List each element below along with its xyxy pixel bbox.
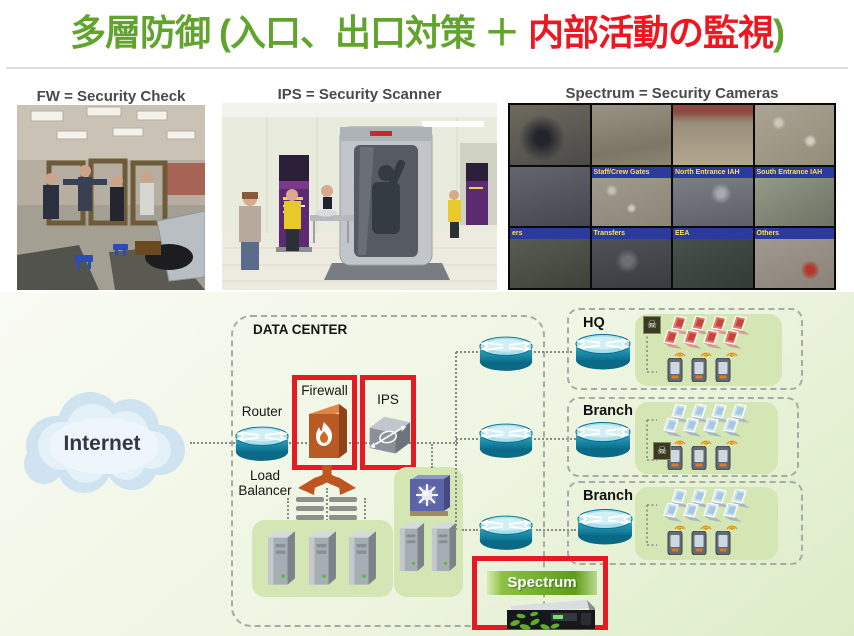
site-router-icon bbox=[573, 418, 633, 460]
link-bus-router-bottom bbox=[462, 529, 478, 531]
ips-icon bbox=[369, 416, 411, 454]
site-box-branch1: Branch ☠ bbox=[567, 397, 799, 477]
site-devices-box: ☠ bbox=[635, 314, 782, 386]
caption-fw: FW = Security Check bbox=[36, 88, 186, 105]
load-balancer-bars bbox=[296, 497, 358, 520]
site-devices-box: ☠ bbox=[635, 402, 778, 474]
cctv-cell: Staff/Crew Gates bbox=[591, 166, 671, 227]
caption-spectrum: Spectrum = Security Cameras bbox=[565, 85, 779, 102]
cctv-grid: Staff/Crew Gates North Entrance IAH Sout… bbox=[508, 103, 836, 290]
load-balancer-label: Load Balancer bbox=[232, 468, 298, 498]
server-icon bbox=[266, 531, 296, 585]
page-title: 多層防御 (入口、出口対策 ＋ 内部活動の監視) bbox=[0, 4, 854, 56]
link-lb-servers-right bbox=[364, 498, 366, 527]
switch-group-box bbox=[394, 467, 463, 597]
core-router-icon-mid bbox=[477, 419, 535, 461]
internet-cloud bbox=[24, 392, 185, 493]
cctv-cell: North Entrance IAH bbox=[673, 166, 753, 227]
site-label-branch1: Branch bbox=[583, 403, 633, 419]
site-box-branch2: Branch bbox=[567, 481, 803, 565]
cctv-cell-label: Others bbox=[754, 228, 834, 240]
cctv-cell-label: Staff/Crew Gates bbox=[591, 166, 671, 178]
switch-icon bbox=[410, 475, 450, 516]
cctv-cell-label: North Entrance IAH bbox=[673, 166, 753, 178]
router-icon bbox=[233, 422, 291, 464]
device-cluster bbox=[646, 489, 751, 555]
cctv-cell: ers bbox=[510, 228, 590, 288]
title-close-paren: ) bbox=[773, 12, 785, 53]
site-label-branch2: Branch bbox=[583, 488, 633, 504]
cctv-cell: South Entrance IAH bbox=[754, 166, 834, 227]
load-balancer-label-line1: Load bbox=[249, 468, 281, 483]
network-diagram: Internet DATA CENTER Router Firewall IPS bbox=[0, 292, 854, 636]
link-wan-hq bbox=[534, 351, 572, 353]
link-bus-router-top bbox=[456, 351, 478, 353]
photo-security-cameras: Staff/Crew Gates North Entrance IAH Sout… bbox=[508, 103, 836, 290]
device-cluster bbox=[646, 404, 751, 470]
site-box-hq: HQ ☠ bbox=[567, 308, 803, 390]
cctv-cell bbox=[510, 105, 590, 165]
core-router-icon-top bbox=[477, 332, 535, 374]
server-icon bbox=[430, 522, 457, 572]
link-wan-branch2 bbox=[536, 529, 576, 531]
cctv-cell-label: ers bbox=[510, 228, 590, 240]
internet-label: Internet bbox=[63, 432, 141, 455]
cctv-cell-label: Transfers bbox=[591, 228, 671, 240]
security-scanner-scene bbox=[222, 103, 497, 290]
cctv-cell-label: South Entrance IAH bbox=[754, 166, 834, 178]
photo-security-scanner bbox=[222, 103, 497, 290]
security-check-scene bbox=[17, 105, 205, 290]
router-label: Router bbox=[241, 404, 283, 419]
datacenter-box bbox=[231, 315, 545, 627]
firewall-label: Firewall bbox=[301, 383, 348, 398]
title-divider bbox=[6, 67, 848, 69]
cctv-cell: Transfers bbox=[591, 228, 671, 288]
link-lb-servers-mid bbox=[326, 488, 328, 528]
skull-icon: ☠ bbox=[643, 316, 661, 334]
cctv-cell bbox=[754, 105, 834, 165]
link-wan-branch1 bbox=[534, 438, 576, 440]
firewall-icon bbox=[309, 404, 347, 458]
cctv-cell: Others bbox=[754, 228, 834, 288]
server-group-box bbox=[252, 520, 393, 597]
server-icon bbox=[398, 522, 425, 572]
title-green-part: 多層防御 (入口、出口対策 ＋ bbox=[69, 12, 528, 53]
site-devices-box bbox=[635, 487, 778, 560]
cctv-cell bbox=[673, 105, 753, 165]
skull-icon: ☠ bbox=[653, 442, 671, 460]
datacenter-label: DATA CENTER bbox=[253, 322, 348, 337]
server-icon bbox=[347, 531, 377, 585]
spectrum-appliance-icon bbox=[507, 600, 595, 630]
cctv-cell-label: EEA bbox=[673, 228, 753, 240]
ips-highlight-box: IPS bbox=[360, 375, 416, 470]
site-router-icon bbox=[575, 505, 635, 547]
spectrum-label: Spectrum bbox=[487, 571, 597, 595]
cctv-cell bbox=[591, 105, 671, 165]
link-core-bus bbox=[455, 352, 457, 530]
load-balancer-label-line2: Balancer bbox=[238, 483, 292, 498]
spectrum-highlight-box: Spectrum bbox=[472, 556, 608, 630]
load-balancer-arrow bbox=[298, 465, 356, 495]
link-ips-switch bbox=[431, 444, 433, 468]
title-red-part: 内部活動の監視 bbox=[527, 12, 774, 53]
link-lb-servers-left bbox=[287, 498, 289, 527]
photo-security-check bbox=[17, 105, 205, 290]
ips-label: IPS bbox=[377, 392, 399, 407]
link-bus-router-mid bbox=[456, 438, 478, 440]
core-router-icon-bottom bbox=[477, 511, 535, 553]
cctv-cell: EEA bbox=[673, 228, 753, 288]
site-router-icon bbox=[573, 330, 633, 372]
server-icon bbox=[307, 531, 337, 585]
site-label-hq: HQ bbox=[583, 315, 605, 331]
caption-ips: IPS = Security Scanner bbox=[277, 86, 442, 103]
firewall-highlight-box: Firewall bbox=[292, 375, 357, 470]
cctv-cell bbox=[510, 166, 590, 227]
